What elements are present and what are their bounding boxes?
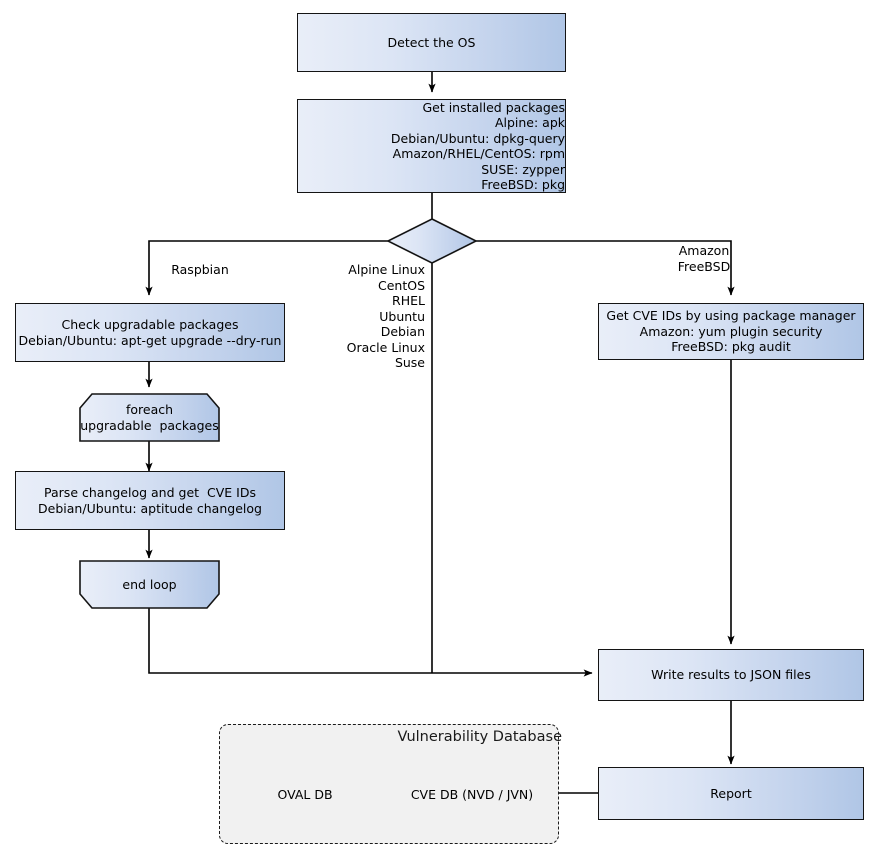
database-oval-db[interactable]: OVAL DB	[237, 765, 373, 820]
node-end-loop[interactable]: end loop	[80, 561, 219, 608]
node-check-upgradable-packages-label: Check upgradable packages Debian/Ubuntu:…	[18, 317, 282, 348]
node-detect-the-os-label: Detect the OS	[387, 34, 476, 50]
vulnerability-database-title: Vulnerability Database	[397, 729, 562, 745]
database-cve-db-label: CVE DB (NVD / JVN)	[410, 787, 534, 802]
node-get-cve-ids[interactable]: Get CVE IDs by using package manager Ama…	[598, 303, 864, 360]
node-detect-the-os[interactable]: Detect the OS	[297, 13, 566, 72]
database-oval-db-label: OVAL DB	[277, 787, 333, 802]
node-os-decision[interactable]	[388, 219, 476, 263]
node-end-loop-label: end loop	[122, 576, 177, 592]
node-report-label: Report	[710, 785, 752, 801]
node-report[interactable]: Report	[598, 767, 864, 820]
node-foreach-loop-start-label: foreach upgradable packages	[80, 402, 219, 433]
database-cve-db[interactable]: CVE DB (NVD / JVN)	[402, 765, 542, 820]
edge-endloop-to-write	[148, 608, 593, 677]
vulnerability-database-group	[219, 724, 559, 844]
edge-label-os-list: Alpine Linux CentOS RHEL Ubuntu Debian O…	[346, 262, 425, 370]
node-foreach-loop-start[interactable]: foreach upgradable packages	[80, 394, 219, 441]
node-get-installed-packages-label: Get installed packages Alpine: apk Debia…	[390, 99, 565, 193]
node-parse-changelog[interactable]: Parse changelog and get CVE IDs Debian/U…	[15, 471, 285, 530]
node-write-results-to-json[interactable]: Write results to JSON files	[598, 649, 864, 701]
edge-label-amazon-freebsd: Amazon FreeBSD	[677, 243, 731, 274]
node-get-cve-ids-label: Get CVE IDs by using package manager Ama…	[606, 308, 856, 355]
node-parse-changelog-label: Parse changelog and get CVE IDs Debian/U…	[38, 485, 262, 516]
node-write-results-to-json-label: Write results to JSON files	[651, 667, 811, 683]
node-check-upgradable-packages[interactable]: Check upgradable packages Debian/Ubuntu:…	[15, 303, 285, 362]
edge-label-raspbian: Raspbian	[171, 262, 229, 277]
node-get-installed-packages[interactable]: Get installed packages Alpine: apk Debia…	[297, 99, 566, 193]
